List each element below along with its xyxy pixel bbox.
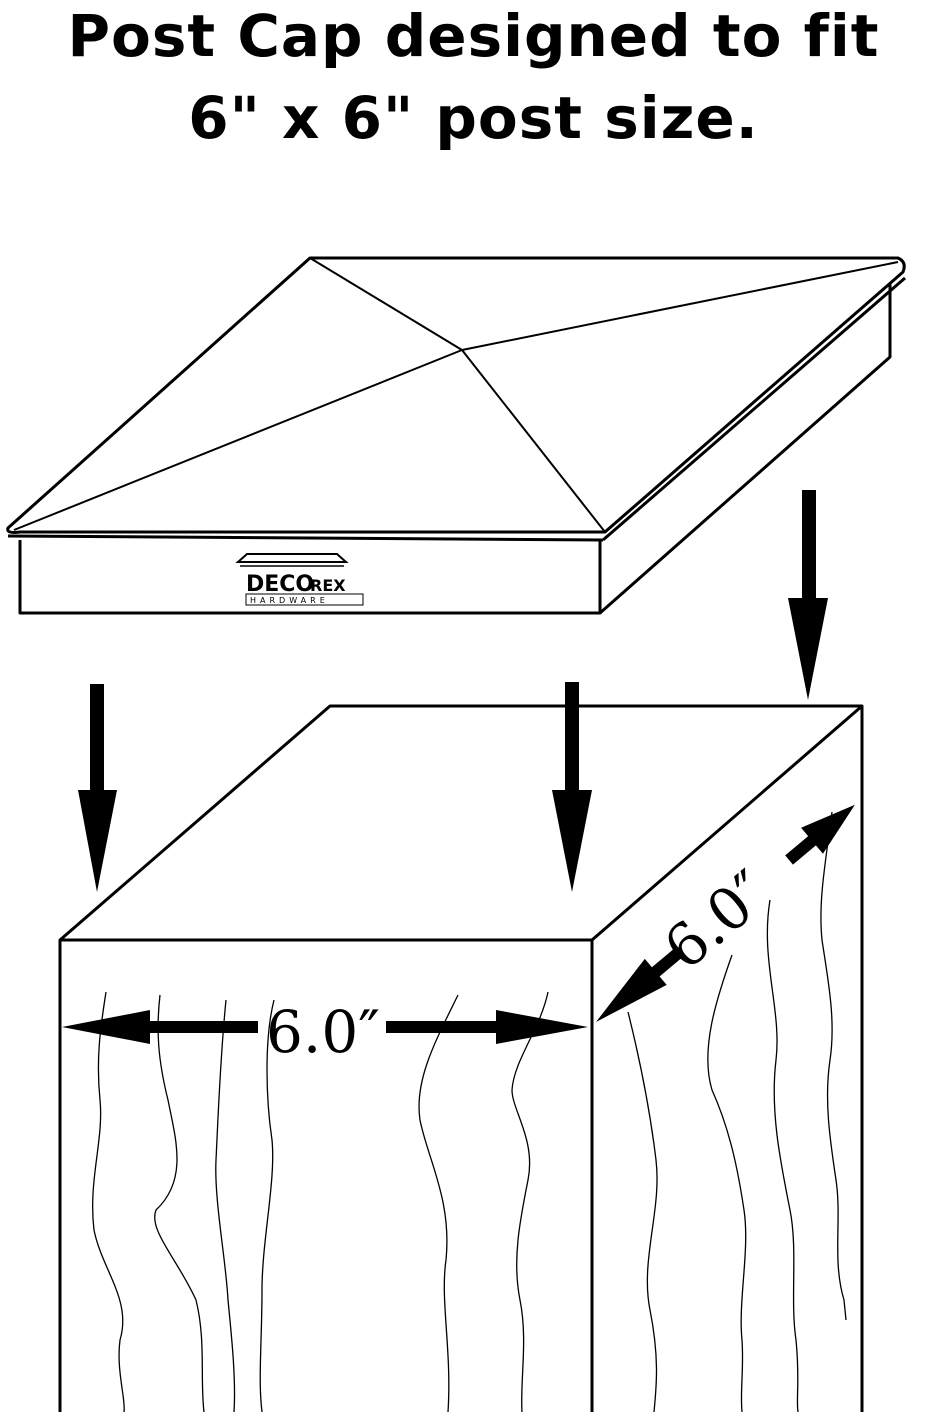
wood-grain	[91, 811, 847, 1412]
logo-text-deco: DECO	[246, 572, 314, 597]
down-arrow	[788, 490, 828, 700]
depth-dimension-line	[596, 804, 855, 1022]
logo-text-rex: REX	[310, 576, 346, 595]
post-cap	[6, 256, 906, 615]
cap-ridge-line	[461, 261, 899, 351]
down-arrow	[78, 684, 117, 892]
logo-tagline: HARDWARE	[250, 596, 329, 605]
cap-ridge-line	[461, 349, 606, 533]
cap-lip-edge	[7, 534, 604, 542]
down-arrow	[552, 682, 592, 892]
cap-top-outline	[6, 256, 906, 534]
logo-roof-icon	[235, 553, 349, 563]
heading-line-1: Post Cap designed to fit	[67, 2, 880, 70]
cap-ridge-line	[13, 349, 463, 531]
width-dimension-line	[62, 1010, 588, 1044]
post	[58, 704, 864, 1412]
cap-skirt-side	[599, 283, 892, 615]
cap-skirt-front	[18, 540, 602, 615]
cap-lip-edge	[602, 276, 906, 542]
cap-ridge-line	[309, 257, 463, 351]
heading-line-2: 6" x 6" post size.	[188, 84, 759, 152]
width-dimension-label: 6.0″	[266, 998, 380, 1066]
brand-logo: DECO REX HARDWARE	[235, 553, 364, 606]
